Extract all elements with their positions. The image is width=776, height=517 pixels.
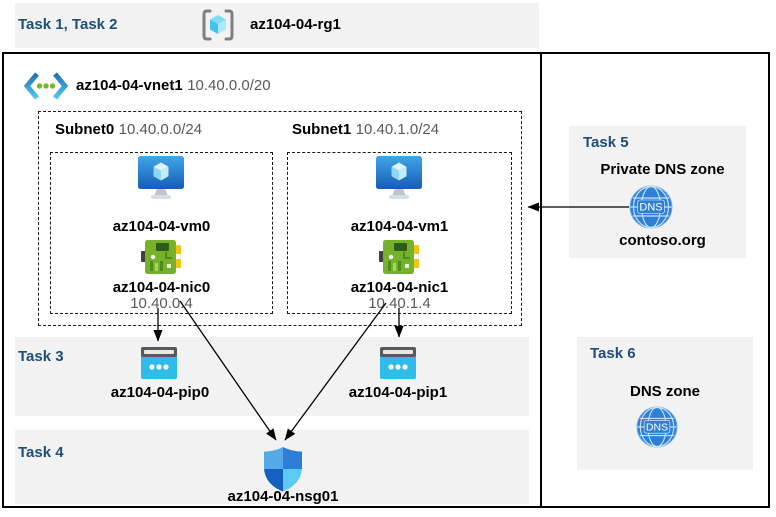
pip1-icon (380, 347, 416, 379)
task-3-label: Task 3 (18, 348, 64, 365)
subnets-outer-dashed-box (38, 111, 522, 326)
vnet-name: az104-04-vnet1 (76, 77, 183, 94)
task-1-2-band (15, 3, 539, 48)
nsg-name: az104-04-nsg01 (227, 488, 339, 505)
private-dns-zone-icon: DNS (629, 185, 673, 229)
pip0-name: az104-04-pip0 (110, 384, 210, 401)
subnet0-cidr: 10.40.0.0/24 (118, 121, 203, 138)
vnet-icon (24, 72, 68, 100)
private-dns-zone-name: contoso.org (619, 232, 706, 249)
dns-zone-icon: DNS (636, 406, 678, 448)
vm0-icon (138, 156, 184, 199)
dns-zone-title: DNS zone (629, 383, 700, 400)
task-1-2-label: Task 1, Task 2 (18, 16, 118, 33)
nic1-name: az104-04-nic1 (350, 279, 449, 296)
task-4-label: Task 4 (18, 444, 64, 461)
task-6-label: Task 6 (590, 345, 636, 362)
subnet1-cidr: 10.40.1.0/24 (355, 121, 440, 138)
private-dns-badge-text: DNS (639, 202, 662, 214)
task-5-label: Task 5 (583, 134, 629, 151)
nic0-icon (141, 240, 181, 274)
task-6-box (577, 337, 753, 470)
vm1-name: az104-04-vm1 (350, 218, 449, 235)
nsg-shield-icon (264, 447, 302, 492)
nic1-ip: 10.40.1.4 (368, 295, 431, 312)
vm1-icon (376, 156, 422, 199)
resource-group-icon (202, 9, 234, 41)
vm0-name: az104-04-vm0 (112, 218, 211, 235)
dns-badge-text: DNS (646, 421, 668, 433)
pip0-icon (141, 347, 177, 379)
subnet0-inner-dashed-box (50, 152, 273, 314)
task-3-band (15, 337, 529, 416)
nic1-icon (379, 240, 419, 274)
subnet0-name: Subnet0 (55, 121, 115, 138)
nic0-ip: 10.40.0.4 (130, 295, 193, 312)
pip1-name: az104-04-pip1 (348, 384, 448, 401)
subnet1-name: Subnet1 (292, 121, 352, 138)
nic0-name: az104-04-nic0 (112, 279, 211, 296)
resource-group-name: az104-04-rg1 (250, 16, 341, 33)
private-dns-zone-title: Private DNS zone (600, 161, 725, 178)
vnet-cidr: 10.40.0.0/20 (187, 77, 271, 94)
vnet-right-border (540, 52, 542, 508)
